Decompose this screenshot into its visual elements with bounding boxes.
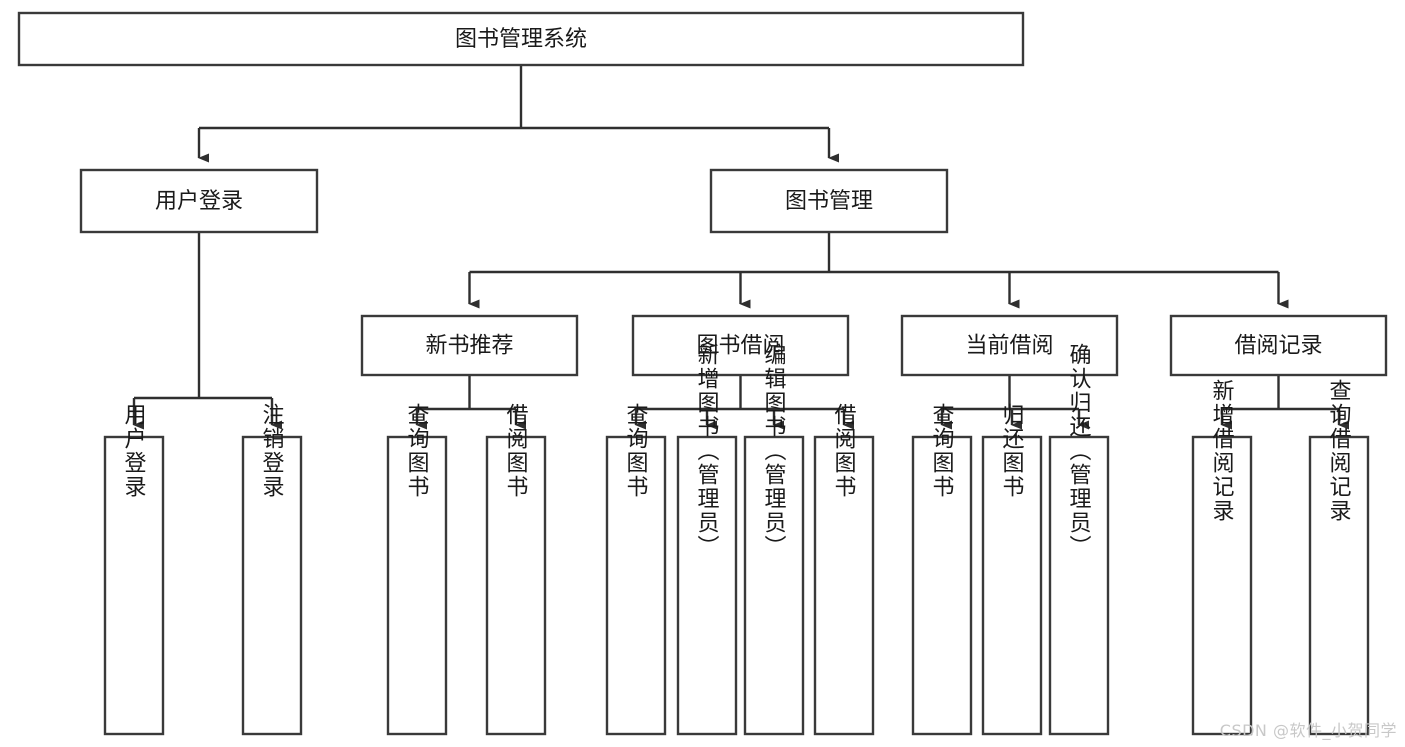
node-label: 图书借阅 [696,334,784,359]
node-level3-新书推荐[interactable]: 新书推荐 [360,314,579,377]
node-root-图书管理系统[interactable]: 图书管理系统 [17,11,1025,67]
node-label: 查询图书 [929,403,955,499]
node-leaf-查询图书[interactable]: 查询图书 [386,403,448,736]
node-leaf-确认归还管理员[interactable]: 确认归还（管理员） [1048,343,1110,736]
node-rect [386,435,448,736]
node-rect [631,314,850,377]
node-label: 用户登录 [121,403,147,499]
node-rect [79,168,319,234]
node-rect [676,435,738,736]
node-rect [360,314,579,377]
node-leaf-新增图书管理员[interactable]: 新增图书（管理员） [676,343,738,736]
node-rect [485,435,547,736]
node-rect [743,435,805,736]
node-leaf-查询图书[interactable]: 查询图书 [605,403,667,736]
node-label: 查询图书 [623,403,649,499]
node-level3-借阅记录[interactable]: 借阅记录 [1169,314,1388,377]
node-rect [911,435,973,736]
node-rect [1169,314,1388,377]
node-label: 注销登录 [259,403,285,499]
node-label: 借阅记录 [1234,334,1322,359]
node-label: 新增图书（管理员） [694,343,720,559]
node-rect [1048,435,1110,736]
node-leaf-查询借阅记录[interactable]: 查询借阅记录 [1308,379,1370,736]
node-label: 当前借阅 [965,334,1053,359]
node-label: 查询图书 [404,403,430,499]
node-label: 图书管理 [785,189,873,214]
node-label: 编辑图书（管理员） [761,343,787,559]
node-rect [813,435,875,736]
node-leaf-注销登录[interactable]: 注销登录 [241,403,303,736]
node-label: 借阅图书 [831,403,857,499]
node-rect [605,435,667,736]
node-rect [900,314,1119,377]
node-rect [241,435,303,736]
node-boxes: 图书管理系统用户登录图书管理新书推荐图书借阅当前借阅借阅记录用户登录注销登录查询… [17,11,1388,736]
node-label: 查询借阅记录 [1326,379,1352,523]
node-leaf-归还图书[interactable]: 归还图书 [981,403,1043,736]
node-leaf-查询图书[interactable]: 查询图书 [911,403,973,736]
node-level3-当前借阅[interactable]: 当前借阅 [900,314,1119,377]
node-rect [17,11,1025,67]
node-leaf-借阅图书[interactable]: 借阅图书 [485,403,547,736]
node-rect [1191,435,1253,736]
node-level2-图书管理[interactable]: 图书管理 [709,168,949,234]
node-leaf-编辑图书管理员[interactable]: 编辑图书（管理员） [743,343,805,736]
connector-edges [132,65,1349,430]
node-label: 图书管理系统 [455,27,587,52]
node-label: 新增借阅记录 [1209,379,1235,523]
node-rect [709,168,949,234]
node-label: 归还图书 [999,403,1025,499]
node-level2-用户登录[interactable]: 用户登录 [79,168,319,234]
node-label: 新书推荐 [425,334,513,359]
node-label: 确认归还（管理员） [1066,343,1092,559]
node-rect [981,435,1043,736]
node-label: 用户登录 [155,189,243,214]
node-level3-图书借阅[interactable]: 图书借阅 [631,314,850,377]
node-leaf-借阅图书[interactable]: 借阅图书 [813,403,875,736]
node-label: 借阅图书 [503,403,529,499]
node-rect [103,435,165,736]
node-leaf-用户登录[interactable]: 用户登录 [103,403,165,736]
node-leaf-新增借阅记录[interactable]: 新增借阅记录 [1191,379,1253,736]
node-rect [1308,435,1370,736]
